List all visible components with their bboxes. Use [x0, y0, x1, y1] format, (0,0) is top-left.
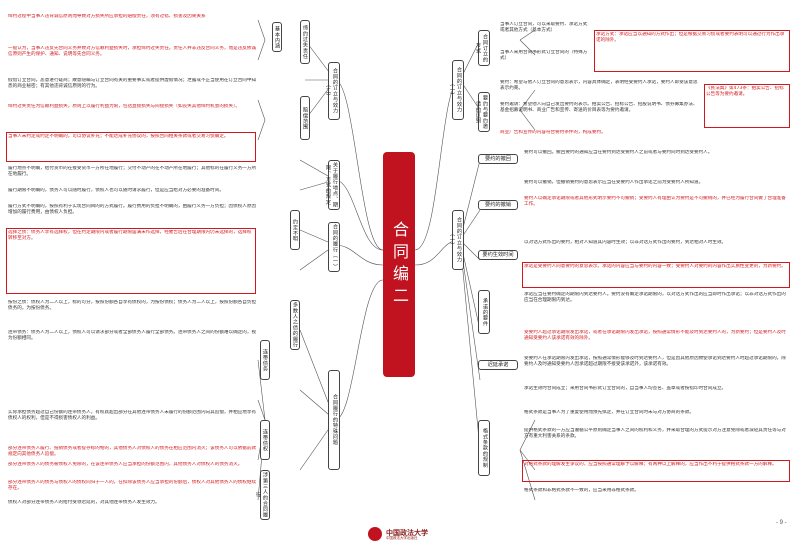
text-right-13: 受要约人超过承诺期限发出承诺，或者在承诺期限内发出承诺，按照通常情形不能及时到达…	[524, 330, 786, 342]
node-joint-debt[interactable]: 连带债务	[260, 340, 270, 380]
node-concluded-late[interactable]: 迟延承诺	[478, 360, 518, 370]
text-right-14: 受要约人在承诺期限内发出承诺，按照通常情形能够及时到达要约人，但是因其他原因致使…	[524, 356, 786, 368]
highlight-box-accept	[594, 30, 790, 72]
text-right-12: 承诺应当在要约确定的期限内到达要约人。要约没有确定承诺期限的，以对话方式作出的应…	[524, 292, 786, 304]
text-left-10: 连带债务：债务人为二人以上，债权人可以请求部分或者全部债务人履行全部债务。连带债…	[8, 330, 257, 342]
text-left-3: 缔约过失责任为信赖利益损失，原则上以履行利益为限，包括直接损失与间接损失（如丧失…	[8, 104, 240, 109]
node-joint-credit[interactable]: 连带债权	[260, 420, 270, 460]
highlight-box-civil-code	[704, 84, 790, 128]
text-left-5: 履行地点不明确，给付货币的在接受货币一方所在地履行；交付不动产的在不动产所在地履…	[8, 166, 257, 178]
text-left-4: 当事人未约定或约定不明确的，可以协议补充；不能达成补充协议的，按照合同相关条款或…	[8, 134, 229, 139]
footer-school: 中国政法大学	[386, 528, 428, 537]
text-right-3: 要约：希望与他人订立合同的意思表示，内容具体确定，表明经受要约人承诺，要约人即受…	[500, 80, 698, 92]
text-right-15: 承诺生效时合同成立；采用合同书形式订立合同的，自当事人均签名、盖章或者按指印时合…	[524, 386, 727, 391]
node-third-party[interactable]: 涉第三人的合同履行	[255, 470, 270, 520]
node-sale-contract[interactable]: 合同履行的特殊问题	[328, 370, 340, 470]
text-right-7: 要约可以撤回。撤回要约的通知应当在要约到达受要约人之前或者与要约同时到达受要约人…	[524, 150, 713, 155]
text-left-6: 履行期限不明确的，债务人可以随时履行，债权人也可以随时请求履行，但是应当给对方必…	[8, 188, 224, 193]
text-right-1: 当事人采用合同书形式订立合同的（特殊方式）	[500, 50, 588, 62]
text-right-6: 《民法典》第473条：拍卖公告、招标公告等为要约邀请。	[706, 86, 784, 98]
text-right-17: 提供格式条款的一方应当遵循公平原则确定当事人之间的权利和义务，并采取合理的方式提…	[524, 428, 786, 440]
node-offer-effect[interactable]: 要约的撤回	[478, 154, 518, 164]
node-establish-form[interactable]: 合同订立的方式	[475, 30, 490, 66]
node-basic[interactable]: 基本内涵	[272, 22, 282, 52]
text-left-15: 债权人对部分连带债务人的给付受领迟延的，对其他连带债务人发生效力。	[8, 500, 160, 505]
text-right-10: 以对话方式作出的要约，相对人知道其内容时生效；以非对话方式作出的要约，到达相对人…	[524, 240, 727, 245]
text-right-9: 要约人以确定承诺期限或者其他形式明示要约不可撤销；受要约人有理由认为要约是不可撤…	[524, 196, 786, 208]
text-right-2: 承诺方式：承诺应当以通知的方式作出；但是根据交易习惯或者要约表明可以通过行为作出…	[596, 32, 785, 44]
node-establish-right[interactable]: 合同的订立与效力（一）	[449, 60, 464, 120]
text-left-9: 按份之债：债权人为二人以上，标的可分，按照份额各自享有债权的，为按份债权；债务人…	[8, 300, 257, 312]
text-right-8: 要约可以撤销，但撤销要约的意思表示应当在受要约人作出承诺之前为受要约人所知道。	[524, 180, 704, 185]
text-right-4: 要约邀请：希望他人向自己发出要约的表示。拍卖公告、招标公告、招股说明书、债券募集…	[500, 102, 698, 114]
text-left-0: 缔约过程中当事人违背诚信原则而导致对方损失所应承担的赔偿责任，须有过错、损害及因…	[8, 14, 206, 19]
footer-publisher: 中国政法大学出版社	[386, 536, 418, 540]
root-title[interactable]: 合同编二	[383, 152, 415, 377]
node-contract-exec[interactable]: 合同的履行（一）	[328, 222, 340, 272]
node-establish-left[interactable]: 合同的订立与效力（二）	[325, 62, 340, 120]
node-multi-party[interactable]: 多数人之债的履行	[290, 300, 300, 350]
text-right-16: 格式条款是当事人为了重复使用而预先拟定，并在订立合同时未与对方协商的条款。	[524, 410, 694, 415]
university-logo	[368, 527, 382, 541]
node-unclear[interactable]: 约定不明	[290, 210, 300, 250]
highlight-box-accept-req	[522, 262, 790, 288]
text-left-13: 部分连带债务人的债务被债权人免除的，在该连带债务人应当承担的份额范围内，其他债务…	[8, 462, 243, 467]
node-offer-revoke[interactable]: 要约的撤销	[478, 200, 518, 210]
text-left-1: 一般认为，当事人违反先合同义务并致对方信赖利益损失时，承担缔约过失责任。责任人并…	[8, 46, 257, 58]
text-left-12: 部分连带债务人履行、抵销债务或者提存标的物的，其他债务人对债权人的债务在相应范围…	[8, 446, 257, 458]
node-offer-timing[interactable]: 要约生效时间	[478, 250, 518, 260]
node-accept-req[interactable]: 承诺的要件	[478, 290, 490, 334]
node-establish-right-2[interactable]: 合同的订立与效力（一）	[449, 210, 464, 270]
node-performance-place[interactable]: 关于履行地点、期限、方式的规定	[325, 160, 340, 210]
highlight-box-left	[6, 132, 256, 162]
highlight-box-choice	[6, 228, 256, 294]
text-right-11: 承诺是受要约人同意要约的意思表示。承诺的内容应当与要约的内容一致；受要约人对要约…	[524, 264, 786, 269]
text-left-7: 履行方式不明确的，按照有利于实现合同目的的方式履行。履行费用的负担不明确的，由履…	[8, 204, 257, 216]
node-format-clause[interactable]: 格式条款的规制	[478, 420, 490, 476]
page-number: - 9 -	[776, 520, 787, 526]
text-left-2: 假借订立合同，恶意进行磋商；故意隐瞒与订立合同有关的重要事实或者提供虚假情况；泄…	[8, 78, 257, 90]
text-left-11: 实际承担债务超过自己份额的连带债务人，有权就超出部分在其他连带债务人未履行的份额…	[8, 410, 257, 422]
text-right-5: 商业广告和宣传的内容符合要约条件的，构成要约。	[500, 130, 606, 135]
text-right-18: 对格式条款的理解发生争议的，应当按照通常理解予以解释；有两种以上解释的，应当作出…	[524, 462, 777, 467]
text-left-8: 选择之债：债务人享有选择权，但在约定期限内或者履行期限届满未作选择，经催告后在合…	[8, 230, 252, 242]
text-left-14: 部分连带债务人的债务与债权人的债权同归于一人的，在扣除该债务人应当承担的份额后，…	[8, 480, 257, 492]
node-offer-accept-form[interactable]: 要约与要约邀请的区别	[475, 92, 490, 132]
text-right-19: 格式条款和非格式条款不一致的，应当采用非格式条款。	[524, 488, 639, 493]
node-interpret-good-faith-sub[interactable]: 赔偿范围	[300, 96, 310, 140]
highlight-box-format	[522, 460, 790, 482]
node-interpret-good-faith[interactable]: 缔约过失责任	[300, 20, 310, 64]
text-right-0: 当事人订立合同，可以采取要约、承诺方式或者其他方式（基本方式）	[500, 22, 588, 34]
